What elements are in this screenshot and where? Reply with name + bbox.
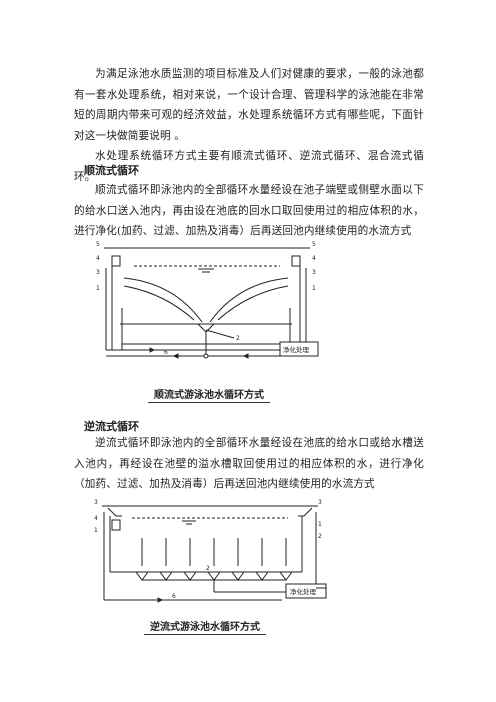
label-2-center-upflow: 2 (206, 565, 210, 572)
figure-caption-downflow: 顺流式游泳池水循环方式 (148, 386, 270, 403)
treatment-box-label-upflow: 净化处理 (290, 587, 317, 596)
label-3-right: 3 (312, 269, 316, 276)
label-3-left: 3 (96, 269, 100, 276)
label-1-right-upflow: 1 (318, 521, 322, 528)
label-3-left-upflow: 3 (94, 499, 98, 506)
label-5-left: 5 (96, 241, 100, 248)
label-5-right: 5 (312, 241, 316, 248)
upflow-diagram: 3 3 4 1 1 2 2 6 净化处理 (92, 496, 328, 614)
label-4-upflow: 4 (94, 515, 98, 522)
overview-paragraph: 水处理系统循环方式主要有顺流式循环、逆流式循环、混合流式循环。 (74, 150, 424, 183)
downflow-diagram: 5 5 4 4 3 3 1 1 2 6 净化处理 (94, 238, 320, 368)
downflow-diagram-svg: 5 5 4 4 3 3 1 1 2 6 净化处理 (96, 241, 319, 359)
label-1-left: 1 (96, 285, 100, 292)
label-4-left: 4 (96, 255, 100, 262)
label-3-right-upflow: 3 (318, 499, 322, 506)
label-1-right: 1 (312, 285, 316, 292)
label-2: 2 (236, 335, 240, 342)
upflow-diagram-svg: 3 3 4 1 1 2 2 6 净化处理 (94, 499, 327, 603)
figure-caption-upflow: 逆流式游泳池水循环方式 (144, 618, 266, 635)
label-6-upflow: 6 (172, 593, 176, 600)
intro-paragraph: 为满足泳池水质监测的项目标准及人们对健康的要求，一般的泳池都有一套水处理系统，相… (74, 68, 424, 142)
label-1-left-upflow: 1 (94, 527, 98, 534)
section-heading-upflow: 逆流式循环 (84, 420, 139, 433)
section-body-upflow: 逆流式循环即泳池内的全部循环水量经设在池底的给水口或给水槽送入池内，再经设在池壁… (74, 437, 424, 490)
label-6: 6 (164, 349, 168, 356)
treatment-box-label: 净化处理 (283, 345, 310, 354)
label-2-right-upflow: 2 (318, 533, 322, 540)
section-body-downflow: 顺流式循环即泳池内的全部循环水量经设在池子端壁或侧壁水面以下的给水口送入池内，再… (74, 184, 424, 237)
label-4-right: 4 (312, 255, 316, 262)
section-heading-downflow: 顺流式循环 (84, 164, 139, 177)
